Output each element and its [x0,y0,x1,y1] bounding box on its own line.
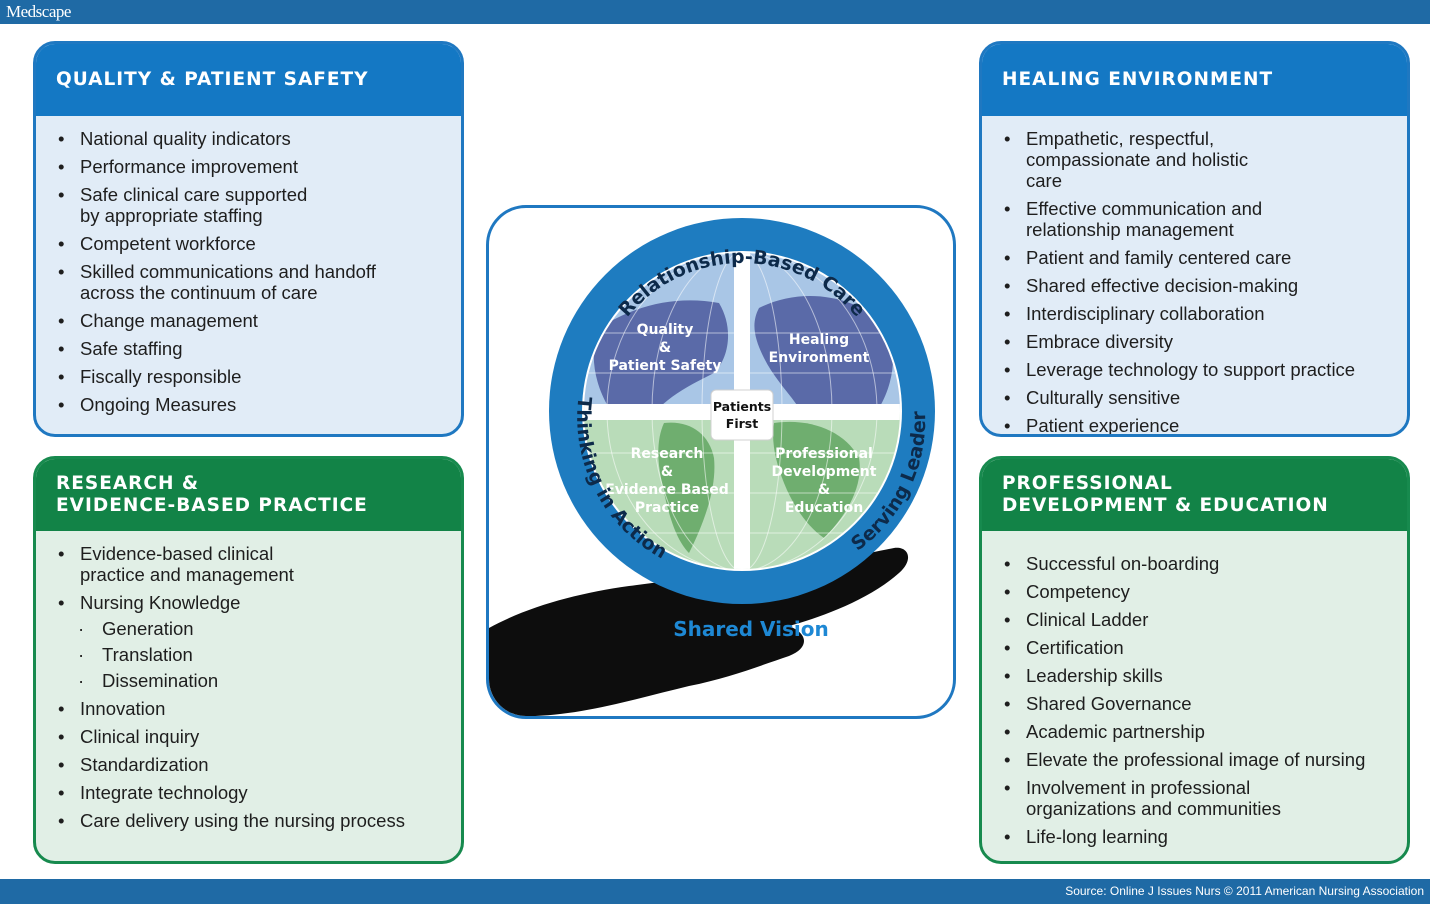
q2-line2: Environment [769,350,870,366]
q3-line1: Research [631,446,704,462]
list-item: Performance improvement [56,156,443,177]
q1-line3: Patient Safety [609,358,722,374]
list-item: Successful on-boarding [1002,553,1389,574]
list-item: Standardization [56,754,443,775]
panel-title: PROFESSIONAL DEVELOPMENT & EDUCATION [982,459,1407,531]
list-item: Leverage technology to support practice [1002,359,1389,380]
q4-line4: Education [785,500,863,516]
list-item: Elevate the professional image of nursin… [1002,749,1389,770]
research-ebp-panel: RESEARCH & EVIDENCE-BASED PRACTICE Evide… [33,456,464,864]
list-item: Leadership skills [1002,665,1389,686]
q3-line2: & [661,464,673,480]
globe-diagram-frame: Patients First Quality & Patient Safety … [486,205,956,719]
list-item: Skilled communications and handoff acros… [56,261,380,303]
list-item: Competent workforce [56,233,443,254]
patients-first-line2: First [726,416,758,431]
q1-line1: Quality [637,322,694,338]
professional-title-line1: PROFESSIONAL [1002,473,1173,494]
list-item: Culturally sensitive [1002,387,1389,408]
list-item: Competency [1002,581,1389,602]
research-list: Evidence-based clinical practice and man… [56,543,443,831]
list-item: Life-long learning [1002,826,1389,847]
q3-line3: Evidence Based [605,482,729,498]
q2-line1: Healing [789,332,849,348]
healing-title: HEALING ENVIRONMENT [1002,69,1274,90]
list-item: Nursing Knowledge [56,592,443,613]
research-title-line2: EVIDENCE-BASED PRACTICE [56,495,368,516]
top-banner: Medscape [0,0,1430,24]
quality-patient-safety-panel: QUALITY & PATIENT SAFETY National qualit… [33,41,464,437]
list-item: Safe clinical care supported by appropri… [56,184,310,226]
panel-title: RESEARCH & EVIDENCE-BASED PRACTICE [36,459,461,531]
list-item: Innovation [56,698,443,719]
q3-line4: Practice [635,500,699,516]
shared-vision-label: Shared Vision [673,617,829,641]
list-item: Clinical inquiry [56,726,443,747]
globe-diagram: Patients First Quality & Patient Safety … [489,218,935,716]
healing-list: Empathetic, respectful, compassionate an… [1002,128,1389,434]
healing-environment-panel: HEALING ENVIRONMENT Empathetic, respectf… [979,41,1410,437]
list-item: Change management [56,310,443,331]
list-item: Shared effective decision-making [1002,275,1389,296]
list-item: Effective communication and relationship… [1002,198,1266,240]
professional-list: Successful on-boarding Competency Clinic… [1002,553,1389,847]
list-subitem: Generation [56,618,443,639]
list-item: Integrate technology [56,782,443,803]
list-subitem: Dissemination [56,670,443,691]
list-item: National quality indicators [56,128,443,149]
list-item: Clinical Ladder [1002,609,1389,630]
list-item: Involvement in professional organization… [1002,777,1286,819]
continent-eurasia [754,296,894,408]
research-title-line1: RESEARCH & [56,473,200,494]
list-item: Patient experience [1002,415,1389,434]
professional-title-line2: DEVELOPMENT & EDUCATION [1002,495,1329,516]
list-item: Shared Governance [1002,693,1389,714]
list-item: Embrace diversity [1002,331,1389,352]
list-item: Fiscally responsible [56,366,443,387]
list-item: Academic partnership [1002,721,1389,742]
panel-title: QUALITY & PATIENT SAFETY [36,44,461,116]
quality-list: National quality indicators Performance … [56,128,443,415]
list-item: Empathetic, respectful, compassionate an… [1002,128,1286,191]
list-subitem: Translation [56,644,443,665]
q4-line3: & [818,482,830,498]
list-item: Certification [1002,637,1389,658]
continent-south-america [658,422,715,553]
list-item: Ongoing Measures [56,394,443,415]
continent-africa [773,421,860,538]
medscape-logo: Medscape [6,2,71,21]
list-item: Evidence-based clinical practice and man… [56,543,330,585]
list-item: Interdisciplinary collaboration [1002,303,1389,324]
q1-line2: & [659,340,671,356]
list-item: Care delivery using the nursing process [56,810,443,831]
source-credit: Source: Online J Issues Nurs © 2011 Amer… [1065,884,1424,898]
q4-line2: Development [772,464,877,480]
patients-first-line1: Patients [713,399,771,414]
panel-title: HEALING ENVIRONMENT [982,44,1407,116]
list-item: Safe staffing [56,338,443,359]
list-item: Patient and family centered care [1002,247,1389,268]
quality-title: QUALITY & PATIENT SAFETY [56,69,369,90]
q4-line1: Professional [775,446,873,462]
bottom-banner: Source: Online J Issues Nurs © 2011 Amer… [0,879,1430,904]
patients-first-box [710,389,774,441]
professional-development-panel: PROFESSIONAL DEVELOPMENT & EDUCATION Suc… [979,456,1410,864]
